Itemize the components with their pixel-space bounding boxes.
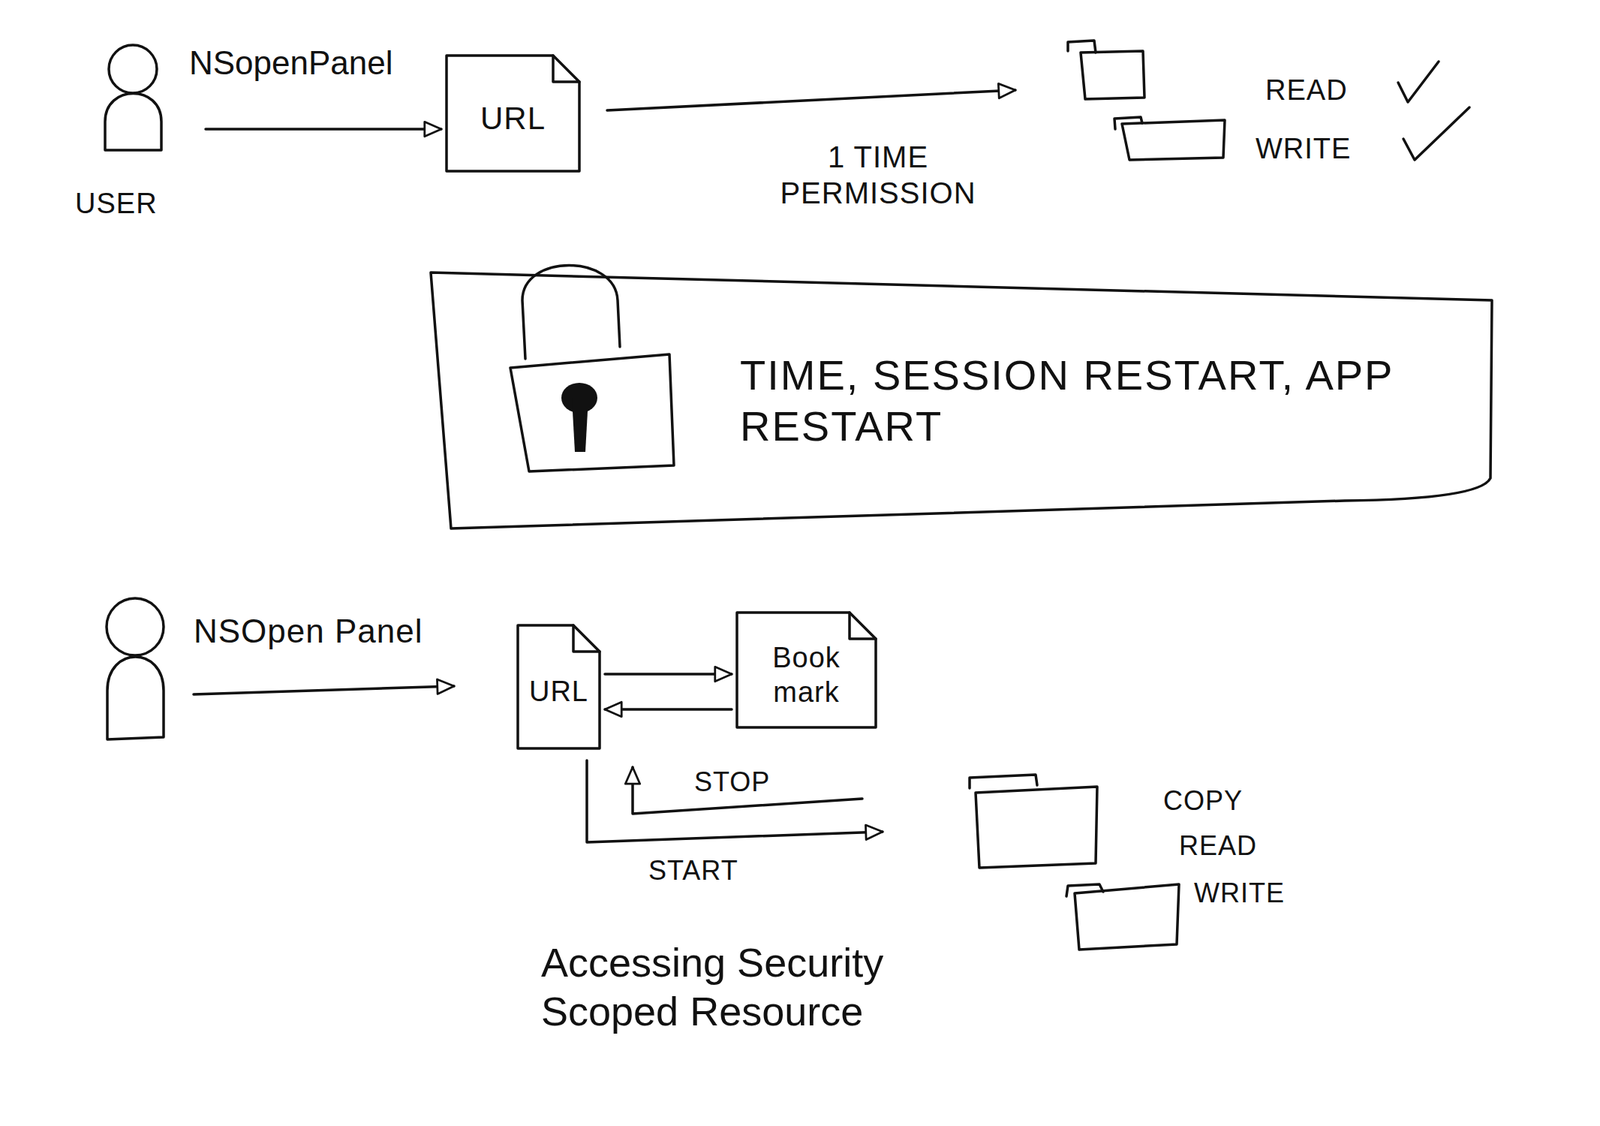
document-outline <box>517 625 600 749</box>
folder-icon <box>1121 120 1225 160</box>
connector-arrow <box>604 707 732 711</box>
page-fold <box>573 625 600 652</box>
note-text: TIME, SESSION RESTART, APP RESTART <box>739 349 1446 451</box>
note-label: STOP <box>694 765 770 798</box>
node-outline <box>428 270 1495 531</box>
document-outline <box>736 612 876 728</box>
user-head <box>106 598 164 656</box>
lock-body <box>510 354 674 472</box>
note-label: READ <box>1265 73 1348 109</box>
text-area: TIME, SESSION RESTART, APP RESTART <box>739 270 1446 531</box>
actor-label: USER <box>75 186 158 222</box>
check-mark <box>1398 61 1439 103</box>
check-mark <box>1403 107 1470 160</box>
folder-icon <box>975 786 1098 868</box>
document-label: URL <box>480 99 546 138</box>
note-label: WRITE <box>1193 876 1285 909</box>
start-arrow <box>586 760 883 843</box>
note-label: START <box>648 854 739 887</box>
document-outline <box>446 55 580 172</box>
document-box: URL <box>444 53 582 174</box>
document-box: Book mark <box>734 610 879 730</box>
folder-tab <box>969 774 1038 788</box>
document-label: Book mark <box>745 640 868 710</box>
text-area: Book mark <box>734 610 879 730</box>
user-body <box>105 93 162 151</box>
open-panel-arrow <box>193 685 455 695</box>
user-head <box>108 45 157 94</box>
note-band: TIME, SESSION RESTART, APP RESTART <box>428 270 1495 531</box>
text-area: URL <box>444 53 582 174</box>
folder-tab <box>1066 884 1104 897</box>
text-area: USER <box>75 182 203 222</box>
connector-arrow <box>604 672 732 676</box>
folder-icon <box>1074 884 1179 950</box>
user-figure: USER <box>75 37 203 222</box>
text-area: URL <box>515 622 602 751</box>
document-label: URL <box>529 674 589 710</box>
page-fold <box>849 612 876 639</box>
note-label: 1 TIME PERMISSION <box>750 138 1006 211</box>
user-body <box>107 656 164 740</box>
folder-tab <box>1067 40 1096 53</box>
page-fold <box>553 55 580 82</box>
permission-arrow <box>607 90 1016 111</box>
document-box: URL <box>515 622 602 751</box>
connector-arrow <box>205 127 442 131</box>
band-outline <box>430 272 1492 529</box>
edge-label: NSopenPanel <box>189 43 394 84</box>
note-label: NSOpen Panel <box>193 611 424 652</box>
note-label: READ <box>1178 829 1258 862</box>
note-label: COPY <box>1163 784 1243 817</box>
diagram-caption: Accessing Security Scoped Resource <box>541 938 962 1036</box>
folder-tab <box>1114 117 1143 130</box>
folder-icon <box>1080 51 1145 100</box>
lock-shackle <box>522 265 620 360</box>
note-label: WRITE <box>1255 132 1351 167</box>
keyhole <box>571 397 589 452</box>
